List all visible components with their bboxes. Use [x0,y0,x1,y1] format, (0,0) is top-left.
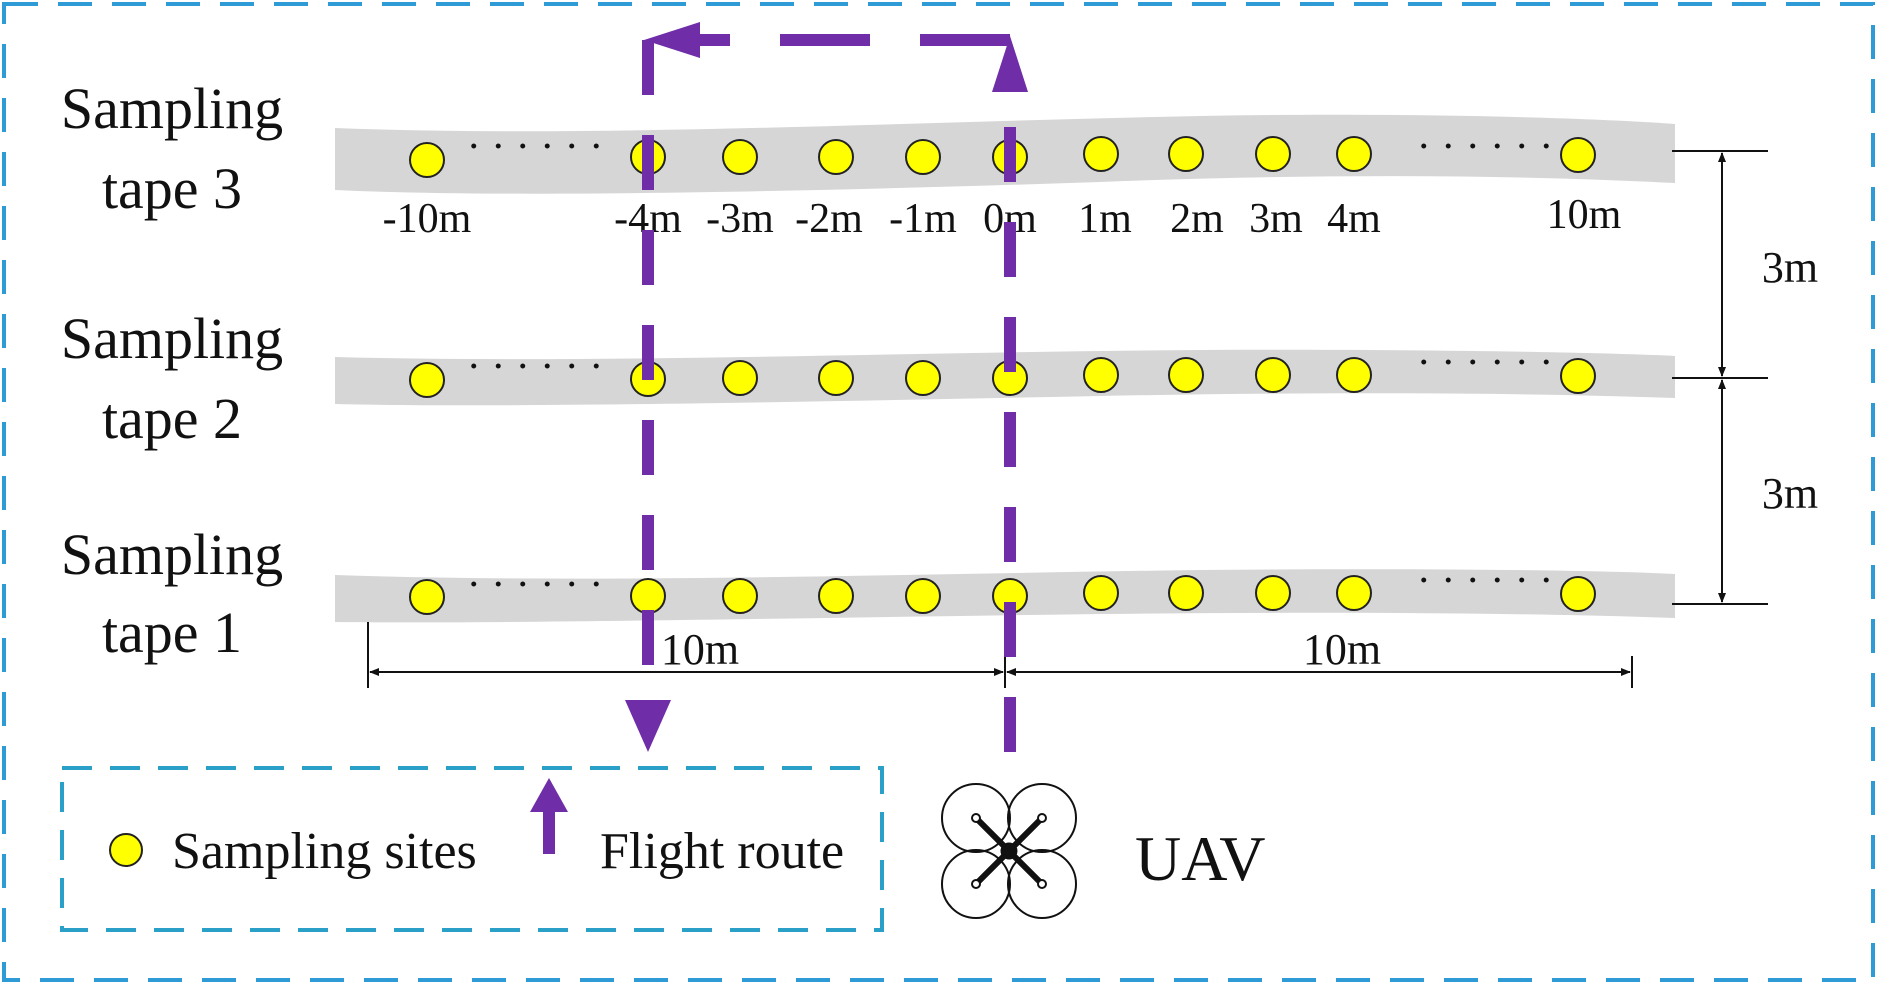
sampling-site-tape1-2m [1168,575,1204,611]
quadcopter-icon [941,783,1077,919]
sampling-site-tape1--1m [905,578,941,614]
tape-3-label-line1: Sampling [61,76,283,141]
sampling-site-tape2-10m [1560,358,1596,394]
tape-labels: Sampling tape 3 Sampling tape 2 Sampling… [61,76,283,665]
uav-label: UAV [1135,823,1265,894]
sampling-site-tape1-1m [1083,575,1119,611]
sampling-site-tape3--2m [818,139,854,175]
sampling-site-tape2--2m [818,360,854,396]
sampling-site-tape2--3m [722,360,758,396]
sampling-site-tape2-1m [1083,357,1119,393]
route-arrowhead-down [625,700,671,752]
ellipsis-tape-2-left: · · · · · · [467,344,603,390]
legend-sites-label: Sampling sites [172,823,477,880]
flight-route [625,22,1028,752]
spacing-label-top: 3m [1762,243,1818,292]
pos-label-2m: 2m [1170,196,1224,242]
pos-label-3m: 3m [1249,196,1303,242]
legend-route-label: Flight route [600,823,844,880]
sampling-sites [409,136,1596,615]
purple-up-arrow-icon [530,778,568,854]
pos-label-minus-3m: -3m [706,196,774,242]
sampling-site-tape2--10m [409,362,445,398]
sampling-site-tape1--3m [722,578,758,614]
tape-3-label-line2: tape 3 [102,156,242,221]
sampling-site-tape3--3m [722,139,758,175]
route-arrowhead-up [992,36,1028,92]
span-label-right: 10m [1303,625,1381,674]
legend-border [60,766,884,932]
ellipsis-tape-3-left: · · · · · · [467,124,603,170]
sampling-site-tape1--10m [409,579,445,615]
tape-1-label-line2: tape 1 [102,600,242,665]
tape-2-label-line2: tape 2 [102,386,242,451]
sampling-site-tape3-3m [1255,136,1291,172]
sampling-site-tape1-3m [1255,575,1291,611]
pos-label-1m: 1m [1078,196,1132,242]
sampling-site-tape2-4m [1336,357,1372,393]
sampling-site-tape1--2m [818,578,854,614]
ellipsis-tape-1-right: · · · · · · [1417,558,1553,604]
vertical-dimension: 3m 3m [1672,150,1818,605]
span-label-left: 10m [661,625,739,674]
pos-label-minus-10m: -10m [383,196,472,242]
sampling-site-tape3-2m [1168,136,1204,172]
ellipsis-group: · · · · · · · · · · · · · · · · · · · · … [467,124,1553,608]
yellow-circle-icon [109,833,143,867]
sampling-site-tape2-3m [1255,357,1291,393]
sampling-site-tape3--10m [409,142,445,178]
pos-label-10m: 10m [1547,192,1622,238]
legend: Sampling sites Flight route [60,766,884,932]
ellipsis-tape-2-right: · · · · · · [1417,340,1553,386]
horizontal-dimension: 10m 10m [367,622,1633,688]
pos-label-minus-1m: -1m [889,196,957,242]
pos-label-4m: 4m [1327,196,1381,242]
sampling-site-tape1-4m [1336,575,1372,611]
sampling-site-tape3-4m [1336,136,1372,172]
position-labels: -10m -4m -3m -2m -1m 0m 1m 2m 3m 4m 10m [383,192,1622,242]
sampling-site-tape2--1m [905,360,941,396]
ellipsis-tape-1-left: · · · · · · [467,562,603,608]
sampling-site-tape3-10m [1560,137,1596,173]
route-arrowhead-left [644,22,700,58]
sampling-site-tape2-2m [1168,357,1204,393]
spacing-label-bottom: 3m [1762,469,1818,518]
sampling-site-tape1--4m [630,578,666,614]
ellipsis-tape-3-right: · · · · · · [1417,124,1553,170]
sampling-site-tape3--1m [905,139,941,175]
tape-1-label-line1: Sampling [61,522,283,587]
pos-label-minus-2m: -2m [795,196,863,242]
sampling-site-tape3-1m [1083,136,1119,172]
sampling-site-tape1-10m [1560,576,1596,612]
tape-2-label-line1: Sampling [61,306,283,371]
